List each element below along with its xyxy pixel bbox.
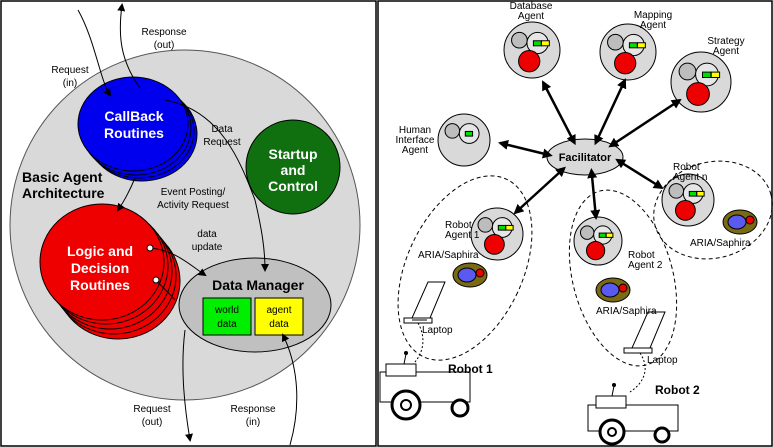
facilitator-database-link xyxy=(541,80,576,146)
robot-agent-2-node xyxy=(573,216,623,266)
strategy-agent-node xyxy=(670,51,732,113)
human-interface-agent-node xyxy=(437,113,491,167)
world-data-box xyxy=(202,297,252,336)
laptop-2-label: Laptop xyxy=(647,355,678,366)
facilitator-human-link xyxy=(498,140,553,159)
multi-agent-system-diagram: Facilitator Laptop Laptop xyxy=(379,1,773,446)
facilitator-robot-1-link xyxy=(513,166,566,215)
aria-saphira-2-node xyxy=(595,277,631,303)
request-out-label: Request(out) xyxy=(133,404,170,428)
request-in-label: Request(in) xyxy=(51,65,88,89)
facilitator-robot-n-link xyxy=(615,158,664,190)
data-update-origin-1 xyxy=(146,244,154,252)
data-manager-label: Data Manager xyxy=(212,277,304,293)
robot-agent-1-group xyxy=(397,175,533,361)
event-posting-label: Event Posting/Activity Request xyxy=(157,187,229,211)
aria-saphira-2-label: ARIA/Saphira xyxy=(596,306,657,317)
request-out-arrow xyxy=(182,329,193,442)
facilitator-robot-2-link xyxy=(587,168,601,220)
laptop-2-robot-link xyxy=(629,352,646,393)
request-in-arrow xyxy=(77,9,112,97)
data-update-origin-2 xyxy=(152,276,160,284)
facilitator-strategy-link xyxy=(608,98,682,148)
database-agent-node xyxy=(503,21,561,79)
aria-saphira-1-label: ARIA/Saphira xyxy=(418,250,479,261)
robot-1: Robot 1 xyxy=(379,351,493,421)
aria-saphira-n-label: ARIA/Saphira xyxy=(690,238,751,249)
robot-agent-n-node xyxy=(661,173,715,227)
laptop-1: Laptop xyxy=(403,281,453,336)
facilitator-label: Facilitator xyxy=(559,152,612,164)
event-posting-arrow xyxy=(116,177,136,212)
robot-2-label: Robot 2 xyxy=(655,383,700,397)
response-in-label: Response(in) xyxy=(230,404,275,428)
robot-agent-n-group xyxy=(653,160,773,260)
laptop-1-label: Laptop xyxy=(422,325,453,336)
robot-2: Robot 2 xyxy=(587,383,700,446)
data-update-arrow xyxy=(149,247,207,277)
laptop-1-robot-link xyxy=(414,322,424,363)
laptop-2: Laptop xyxy=(623,311,678,366)
robot-agent-1-node xyxy=(470,207,524,261)
response-out-label: Response(out) xyxy=(141,27,186,51)
response-in-arrow xyxy=(282,333,298,446)
mapping-agent-node xyxy=(599,23,657,81)
aria-saphira-n-node xyxy=(722,209,758,235)
data-request-arrow xyxy=(164,99,269,272)
robot-1-label: Robot 1 xyxy=(448,362,493,376)
agent-data-box xyxy=(254,297,304,336)
aria-saphira-1-node xyxy=(452,262,488,288)
response-out-arrow xyxy=(117,3,141,89)
